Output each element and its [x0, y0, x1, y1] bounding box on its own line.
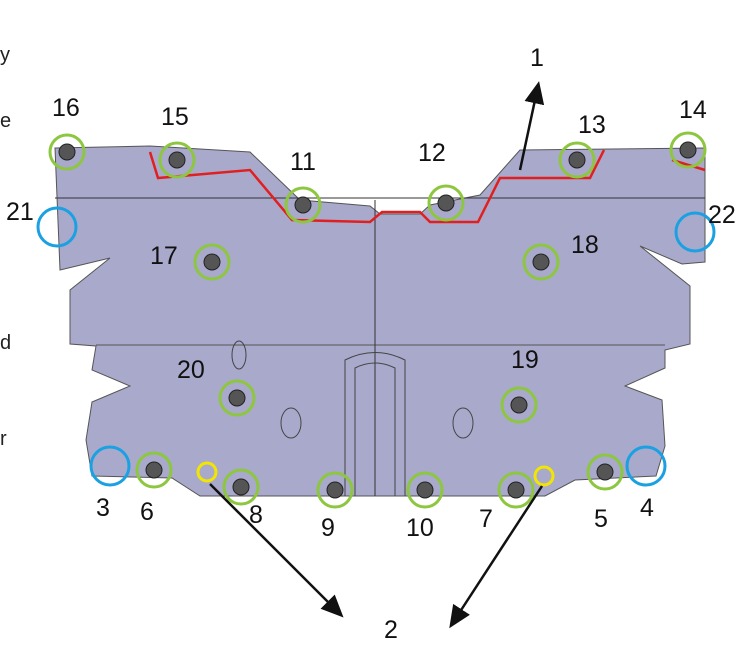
- callout-label-7: 7: [479, 505, 493, 533]
- green-marker: [222, 468, 260, 506]
- callout-label-5: 5: [594, 505, 608, 533]
- fastener: [58, 143, 76, 161]
- fastener: [416, 481, 434, 499]
- callout-label-4: 4: [640, 494, 654, 522]
- fastener: [568, 151, 586, 169]
- green-marker: [284, 186, 322, 224]
- green-marker: [48, 133, 86, 171]
- callout-label-21: 21: [6, 198, 34, 226]
- fastener: [507, 481, 525, 499]
- cropped-text-fragment: e: [0, 110, 12, 132]
- fastener: [168, 151, 186, 169]
- arrow-2b: [449, 485, 544, 629]
- green-marker: [497, 471, 535, 509]
- green-marker: [316, 471, 354, 509]
- green-marker: [158, 141, 196, 179]
- green-marker: [522, 243, 560, 281]
- blue-marker: [625, 445, 667, 487]
- yellow-marker: [196, 461, 218, 483]
- underbody-plate: [54, 145, 706, 497]
- blue-marker: [89, 445, 131, 487]
- fastener: [596, 463, 614, 481]
- oval-hole: [452, 407, 474, 439]
- center-channel: [344, 352, 406, 496]
- fastener: [679, 141, 697, 159]
- callout-label-17: 17: [150, 242, 178, 270]
- callout-label-9: 9: [321, 514, 335, 542]
- green-marker: [558, 141, 596, 179]
- oval-hole: [280, 407, 302, 439]
- cropped-text-fragment: y: [0, 44, 10, 66]
- callout-label-18: 18: [571, 231, 599, 259]
- callout-label-1: 1: [530, 44, 544, 72]
- callout-label-11: 11: [290, 148, 316, 176]
- fastener: [532, 253, 550, 271]
- blue-marker: [674, 211, 716, 253]
- fastener: [294, 196, 312, 214]
- callout-label-20: 20: [177, 356, 205, 384]
- callout-label-6: 6: [140, 498, 154, 526]
- callout-label-16: 16: [52, 94, 80, 122]
- callout-label-14: 14: [679, 96, 707, 124]
- callout-label-2: 2: [384, 616, 398, 644]
- fastener: [145, 461, 163, 479]
- green-marker: [193, 243, 231, 281]
- arrow-1: [518, 81, 545, 171]
- yellow-marker: [533, 465, 555, 487]
- arrow-2a: [209, 483, 344, 618]
- callout-label-10: 10: [406, 514, 434, 542]
- green-marker: [427, 184, 465, 222]
- center-channel: [354, 362, 396, 496]
- callout-label-15: 15: [161, 103, 189, 131]
- callout-label-12: 12: [418, 139, 446, 167]
- fastener: [228, 389, 246, 407]
- callout-label-8: 8: [249, 501, 263, 529]
- cropped-text-fragment: r: [0, 428, 7, 450]
- green-marker: [669, 131, 707, 169]
- fastener: [203, 253, 221, 271]
- green-marker: [218, 379, 256, 417]
- fastener: [437, 194, 455, 212]
- callout-label-13: 13: [578, 111, 606, 139]
- green-marker: [406, 471, 444, 509]
- callout-label-22: 22: [708, 201, 736, 229]
- green-marker: [586, 453, 624, 491]
- callout-label-3: 3: [96, 494, 110, 522]
- blue-marker: [36, 206, 78, 248]
- fastener: [326, 481, 344, 499]
- oval-hole: [231, 340, 247, 370]
- fastener: [232, 478, 250, 496]
- green-marker: [135, 451, 173, 489]
- callout-label-19: 19: [511, 346, 539, 374]
- cropped-text-fragment: d: [0, 332, 12, 354]
- fastener: [510, 396, 528, 414]
- green-marker: [500, 386, 538, 424]
